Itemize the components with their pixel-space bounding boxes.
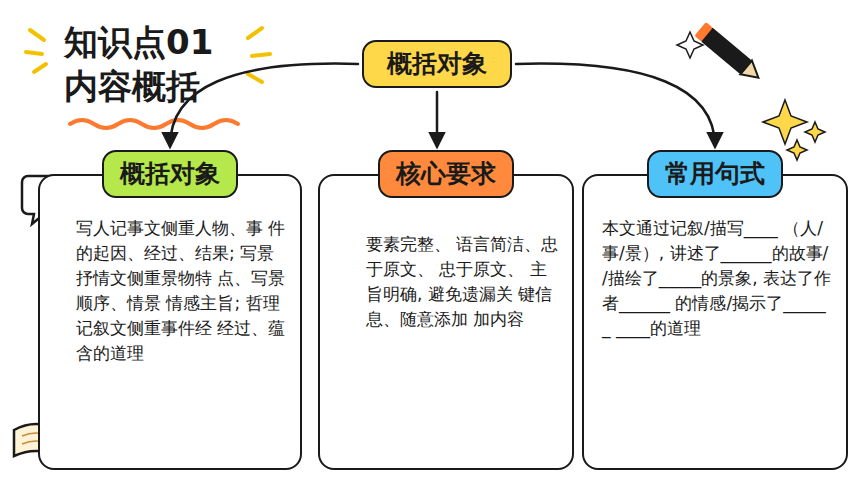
title-underline: [70, 120, 238, 128]
header-pill: 概括对象: [102, 150, 238, 198]
body-text: 写人记事文侧重人物、事 件的起因、经过、结果; 写景抒情文侧重景物特 点、写景顺…: [76, 216, 288, 366]
star-icons: [677, 32, 825, 160]
content-box: 概括对象写人记事文侧重人物、事 件的起因、经过、结果; 写景抒情文侧重景物特 点…: [38, 150, 302, 470]
body-text: 本文通过记叙/描写____ （人/事/景）, 讲述了______的故事/ /描绘…: [602, 216, 834, 341]
pencil-icon: [694, 22, 764, 85]
topic-pill: 概括对象: [362, 40, 512, 88]
connector-arrow: [436, 92, 439, 146]
content-box: 常用句式本文通过记叙/描写____ （人/事/景）, 讲述了______的故事/…: [582, 150, 848, 470]
header-pill: 常用句式: [647, 150, 783, 198]
topic-node: 概括对象: [362, 40, 512, 88]
content-box: 核心要求要素完整、 语言简洁、忠于原文、 忠于原文、 主旨明确, 避免遗漏关 键…: [318, 150, 574, 470]
header-row: 概括对象: [38, 150, 302, 198]
header-row: 核心要求: [318, 150, 574, 198]
header-pill: 核心要求: [378, 150, 514, 198]
diagram-title: 知识点01 内容概括: [64, 20, 254, 108]
body-text: 要素完整、 语言简洁、忠于原文、 忠于原文、 主旨明确, 避免遗漏关 键信息、随…: [366, 232, 562, 332]
header-row: 常用句式: [582, 150, 848, 198]
topic-text: 概括对象: [387, 49, 487, 78]
connector-arrow: [516, 64, 715, 146]
